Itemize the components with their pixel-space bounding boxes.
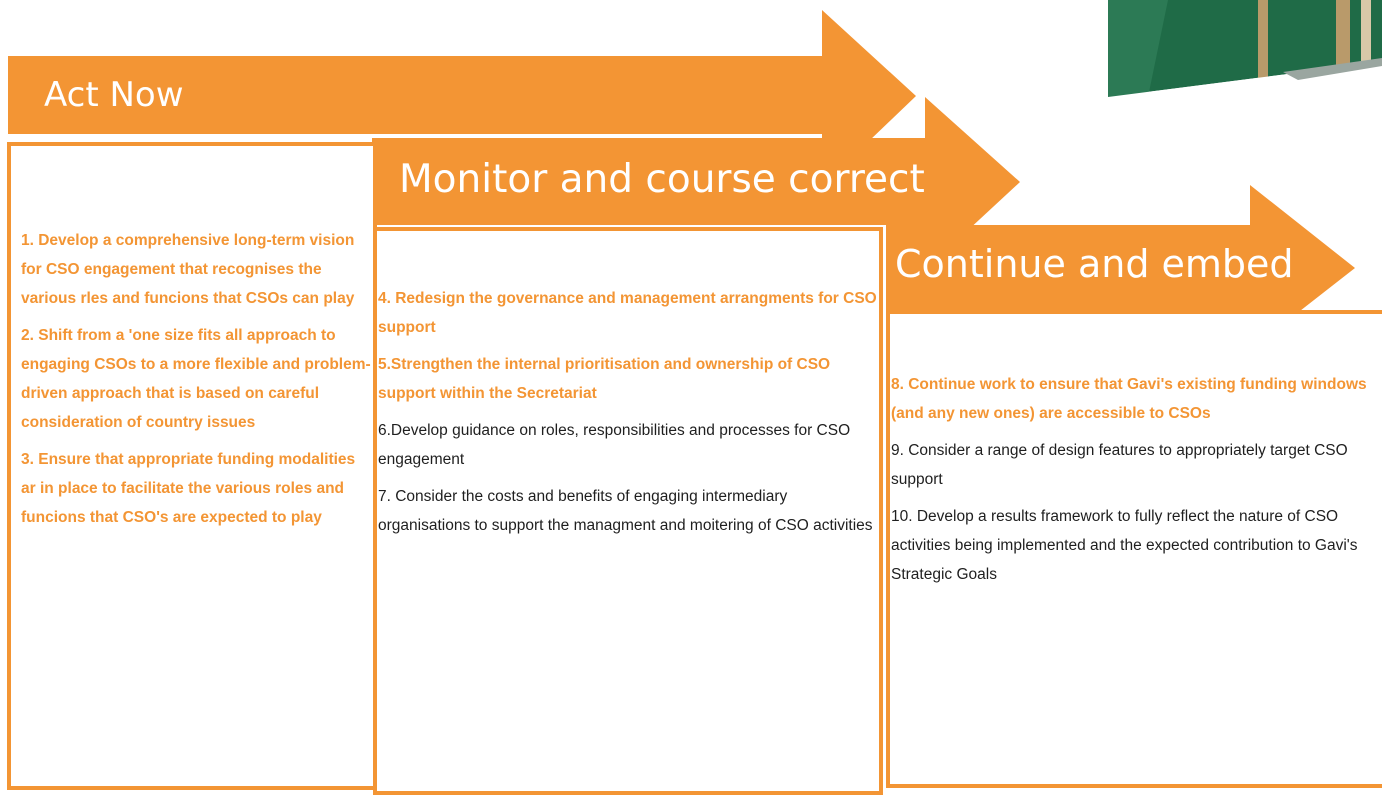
arrow-act-now [8,10,916,186]
recommendation-item: 4. Redesign the governance and managemen… [378,290,877,336]
stage-title-act-now: Act Now [44,75,184,115]
recommendation-item: 7. Consider the costs and benefits of en… [378,488,873,534]
recommendation-item: 9. Consider a range of design features t… [891,442,1348,488]
recommendation-item: 3. Ensure that appropriate funding modal… [21,451,356,526]
act-now-list: 1. Develop a comprehensive long-term vis… [21,226,371,540]
panel-continue: 8. Continue work to ensure that Gavi's e… [886,310,1382,788]
arrow-continue [886,185,1355,350]
recommendation-item: 8. Continue work to ensure that Gavi's e… [891,376,1367,422]
stage-title-continue: Continue and embed [895,242,1294,286]
recommendation-item: 2. Shift from a 'one size fits all appro… [21,327,371,431]
recommendation-item: 1. Develop a comprehensive long-term vis… [21,232,355,307]
arrow-monitor [372,97,1020,270]
stage-arrows [8,10,1355,350]
monitor-list: 4. Redesign the governance and managemen… [378,284,878,548]
panel-act-now: 1. Develop a comprehensive long-term vis… [7,142,377,790]
recommendation-item: 6.Develop guidance on roles, responsibil… [378,422,851,468]
recommendation-item: 10. Develop a results framework to fully… [891,508,1358,583]
panel-monitor: 4. Redesign the governance and managemen… [373,227,883,795]
corner-photo [1108,0,1382,97]
continue-list: 8. Continue work to ensure that Gavi's e… [891,370,1382,597]
stage-title-monitor: Monitor and course correct [399,157,925,202]
recommendation-item: 5.Strengthen the internal prioritisation… [378,356,831,402]
